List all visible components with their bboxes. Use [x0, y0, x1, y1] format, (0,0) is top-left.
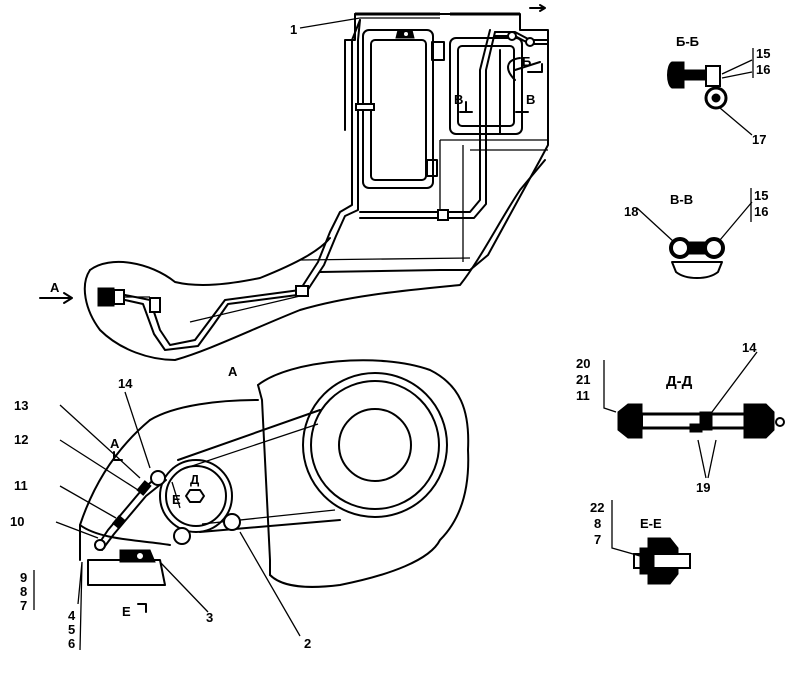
section-e-mark-1: Е: [172, 492, 181, 507]
callout-3: 3: [206, 610, 213, 625]
callout-8-right: 8: [594, 516, 601, 531]
callout-18: 18: [624, 204, 638, 219]
view-markers: А А А Д Е Е Б В В: [50, 54, 535, 619]
callout-20: 20: [576, 356, 590, 371]
callout-19: 19: [696, 480, 710, 495]
callout-21: 21: [576, 372, 590, 387]
callout-7-right: 7: [594, 532, 601, 547]
callout-9: 9: [20, 570, 27, 585]
section-v-mark-1: В: [454, 92, 463, 107]
callout-labels: 1 2 3 4 5 6 7 8 9 10 11 12 13 14 14 15 1…: [10, 22, 770, 651]
callout-11-right: 11: [576, 388, 590, 403]
section-e-mark-2: Е: [122, 604, 131, 619]
section-d-d: [603, 351, 785, 479]
view-a-belt-drive: [33, 17, 470, 651]
callout-15-bb: 15: [756, 46, 770, 61]
section-b-b: [667, 48, 754, 136]
callout-5: 5: [68, 622, 75, 637]
view-a-title: А: [228, 364, 238, 379]
callout-17: 17: [752, 132, 766, 147]
title-b-b: Б-Б: [676, 34, 699, 49]
callout-15-vv: 15: [754, 188, 768, 203]
callout-2: 2: [304, 636, 311, 651]
callout-22: 22: [590, 500, 604, 515]
callout-13: 13: [14, 398, 28, 413]
callout-11-left: 11: [14, 478, 28, 493]
callout-7-left: 7: [20, 598, 27, 613]
section-titles: Б-Б В-В Д-Д Е-Е: [640, 34, 699, 531]
section-b-mark: Б: [522, 54, 531, 69]
section-a-mark: А: [110, 436, 120, 451]
main-view-cab: [39, 4, 549, 361]
callout-8-left: 8: [20, 584, 27, 599]
callout-6: 6: [68, 636, 75, 651]
title-d-d: Д-Д: [666, 373, 693, 390]
title-v-v: В-В: [670, 192, 693, 207]
callout-4: 4: [68, 608, 76, 623]
section-d-mark: Д: [190, 472, 200, 487]
callout-1: 1: [290, 22, 297, 37]
callout-12: 12: [14, 432, 28, 447]
callout-16-vv: 16: [754, 204, 768, 219]
section-v-mark-2: В: [526, 92, 535, 107]
section-e-e: [611, 500, 691, 585]
section-v-v: [636, 188, 753, 279]
callout-10: 10: [10, 514, 24, 529]
title-e-e: Е-Е: [640, 516, 662, 531]
view-a-arrow-label: А: [50, 280, 60, 295]
callout-14-right: 14: [742, 340, 757, 355]
callout-14-left: 14: [118, 376, 133, 391]
callout-16-bb: 16: [756, 62, 770, 77]
